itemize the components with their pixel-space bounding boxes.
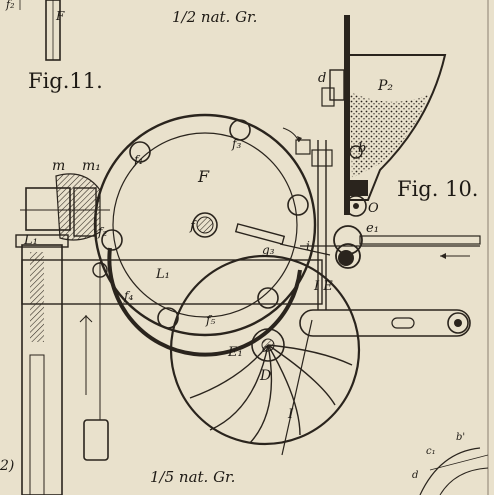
scale-top: 1/2 nat. Gr. [172,8,257,26]
label-f2: f₂ [97,225,107,239]
main-drum [93,113,317,357]
label-L1: L₁ [23,233,38,248]
label-b: b [358,141,366,156]
label-edge-paren: 2) [0,458,14,474]
scale-bottom: 1/5 nat. Gr. [150,468,235,486]
label-O: O [368,201,379,216]
corner-fragment [419,447,489,495]
vertical-rods [295,139,333,310]
feed-rollers [333,195,367,269]
gear-assembly [20,173,110,241]
label-F: F [197,167,210,186]
label-a: a [262,342,269,355]
label-c1: c₁ [426,446,436,457]
label-f-center: f [189,219,197,234]
label-f5: f₅ [205,313,215,327]
lower-disc [169,254,361,456]
label-f4: f₄ [123,289,133,303]
label-P2: P₂ [377,78,393,94]
fig11-rod [19,0,61,61]
label-I: I [287,407,294,422]
label-E1: E₁ [227,345,243,360]
label-d: d [318,71,326,86]
lever [234,223,331,256]
fig10-caption: Fig. 10. [397,177,478,201]
feed-table [300,235,481,259]
label-f3: f₃ [231,137,241,151]
label-i: i [306,239,310,253]
label-d1: d [412,470,418,481]
label-F-small: F [55,9,65,23]
label-D: D [259,368,271,384]
hopper [321,15,447,215]
label-e1: e₁ [366,221,379,236]
label-f2-top: f₂ [5,0,14,11]
label-g3: g₃ [262,243,275,257]
hanging-weight [79,262,109,461]
fig11-caption: Fig.11. [28,69,103,93]
label-f1: f₁ [133,153,143,167]
label-m1: m₁ [82,158,101,174]
left-column [15,234,69,495]
lower-frame [21,259,471,337]
label-m: m [52,158,65,174]
label-L1b: L₁ [155,267,170,282]
label-b1: b' [456,432,465,443]
label-IE: I E [313,279,333,294]
